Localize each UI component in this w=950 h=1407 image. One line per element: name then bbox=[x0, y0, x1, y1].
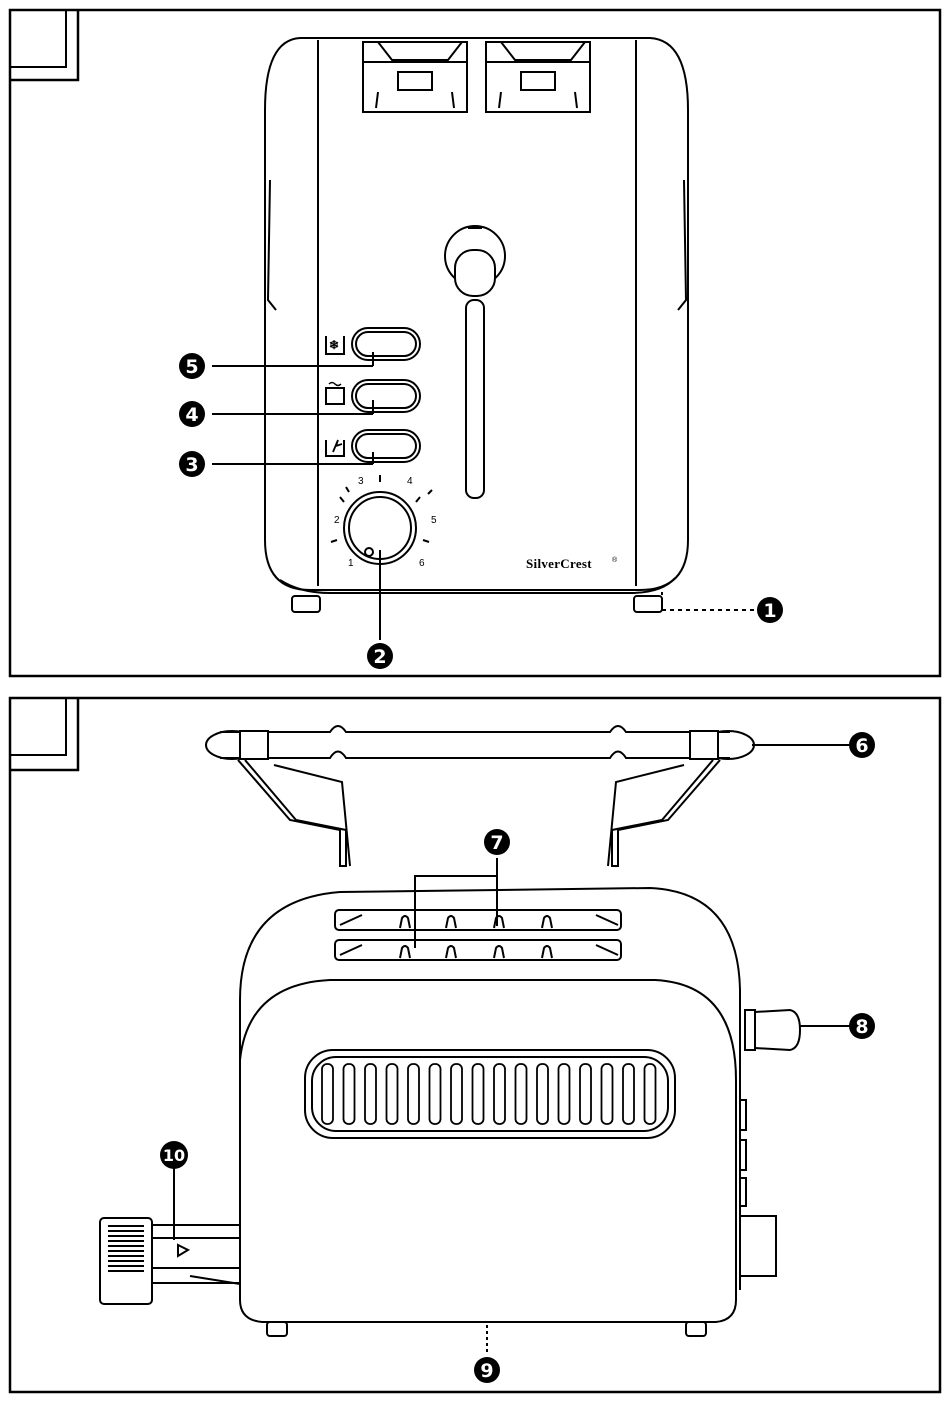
cancel-icon bbox=[326, 440, 344, 456]
figure-top-panel: ❄ bbox=[10, 10, 940, 676]
vent-slat bbox=[344, 1064, 355, 1124]
brand-registered-mark: ® bbox=[612, 556, 618, 564]
callout-badge-3: 3 bbox=[179, 451, 205, 477]
vent-slat bbox=[494, 1064, 505, 1124]
dial-label-4: 4 bbox=[407, 476, 413, 487]
bread-slot-right bbox=[486, 42, 590, 112]
vent-slat bbox=[408, 1064, 419, 1124]
svg-text:❄: ❄ bbox=[329, 338, 339, 352]
brand-logo-text: SilverCrest bbox=[526, 556, 592, 571]
toaster-feet-top bbox=[292, 596, 662, 612]
vent-slat bbox=[516, 1064, 527, 1124]
callout-label-8: 8 bbox=[855, 1016, 868, 1038]
vent-slat bbox=[645, 1064, 656, 1124]
callout-badge-7: 7 bbox=[484, 829, 510, 855]
defrost-icon: ❄ bbox=[326, 336, 344, 354]
vent-slat bbox=[623, 1064, 634, 1124]
figure-bottom-panel: 6 7 8 9 10 bbox=[10, 698, 940, 1392]
dial-label-6: 6 bbox=[419, 558, 425, 569]
callout-label-10: 10 bbox=[163, 1146, 185, 1165]
callout-badge-2: 2 bbox=[367, 643, 393, 669]
vent-slat bbox=[537, 1064, 548, 1124]
function-buttons bbox=[352, 328, 420, 462]
callout-label-9: 9 bbox=[480, 1360, 493, 1382]
callout-badge-1: 1 bbox=[757, 597, 783, 623]
vent-slat bbox=[580, 1064, 591, 1124]
bread-slot-left bbox=[363, 42, 467, 112]
lift-lever bbox=[445, 226, 505, 498]
dial-label-2: 2 bbox=[334, 515, 340, 526]
vent-grille-slats bbox=[322, 1064, 656, 1124]
vent-slat bbox=[365, 1064, 376, 1124]
dial-label-1: 1 bbox=[348, 558, 354, 569]
vent-slat bbox=[473, 1064, 484, 1124]
vent-slat bbox=[602, 1064, 613, 1124]
callout-label-3: 3 bbox=[185, 454, 198, 476]
dial-label-5: 5 bbox=[431, 515, 437, 526]
callout-label-5: 5 bbox=[185, 356, 198, 378]
vent-slat bbox=[430, 1064, 441, 1124]
vent-slat bbox=[322, 1064, 333, 1124]
dial-label-3: 3 bbox=[358, 476, 364, 487]
toaster-angled-view bbox=[240, 888, 800, 1336]
browning-dial bbox=[331, 475, 432, 564]
callout-label-2: 2 bbox=[373, 646, 386, 668]
crumb-tray-grip bbox=[108, 1226, 144, 1271]
callout-label-4: 4 bbox=[185, 404, 198, 426]
callout-badge-10: 10 bbox=[160, 1141, 188, 1169]
vent-slat bbox=[559, 1064, 570, 1124]
callout-badge-8: 8 bbox=[849, 1013, 875, 1039]
callout-label-7: 7 bbox=[490, 832, 503, 854]
toaster-front-view bbox=[265, 38, 688, 593]
vent-slat bbox=[451, 1064, 462, 1124]
bun-warmer-rack bbox=[206, 726, 754, 866]
callout-label-1: 1 bbox=[763, 600, 776, 622]
callout-label-6: 6 bbox=[855, 735, 868, 757]
callout-badge-4: 4 bbox=[179, 401, 205, 427]
callout-badge-9: 9 bbox=[474, 1357, 500, 1383]
vent-slat bbox=[387, 1064, 398, 1124]
callout-badge-6: 6 bbox=[849, 732, 875, 758]
reheat-icon bbox=[326, 383, 344, 405]
callout-badge-5: 5 bbox=[179, 353, 205, 379]
